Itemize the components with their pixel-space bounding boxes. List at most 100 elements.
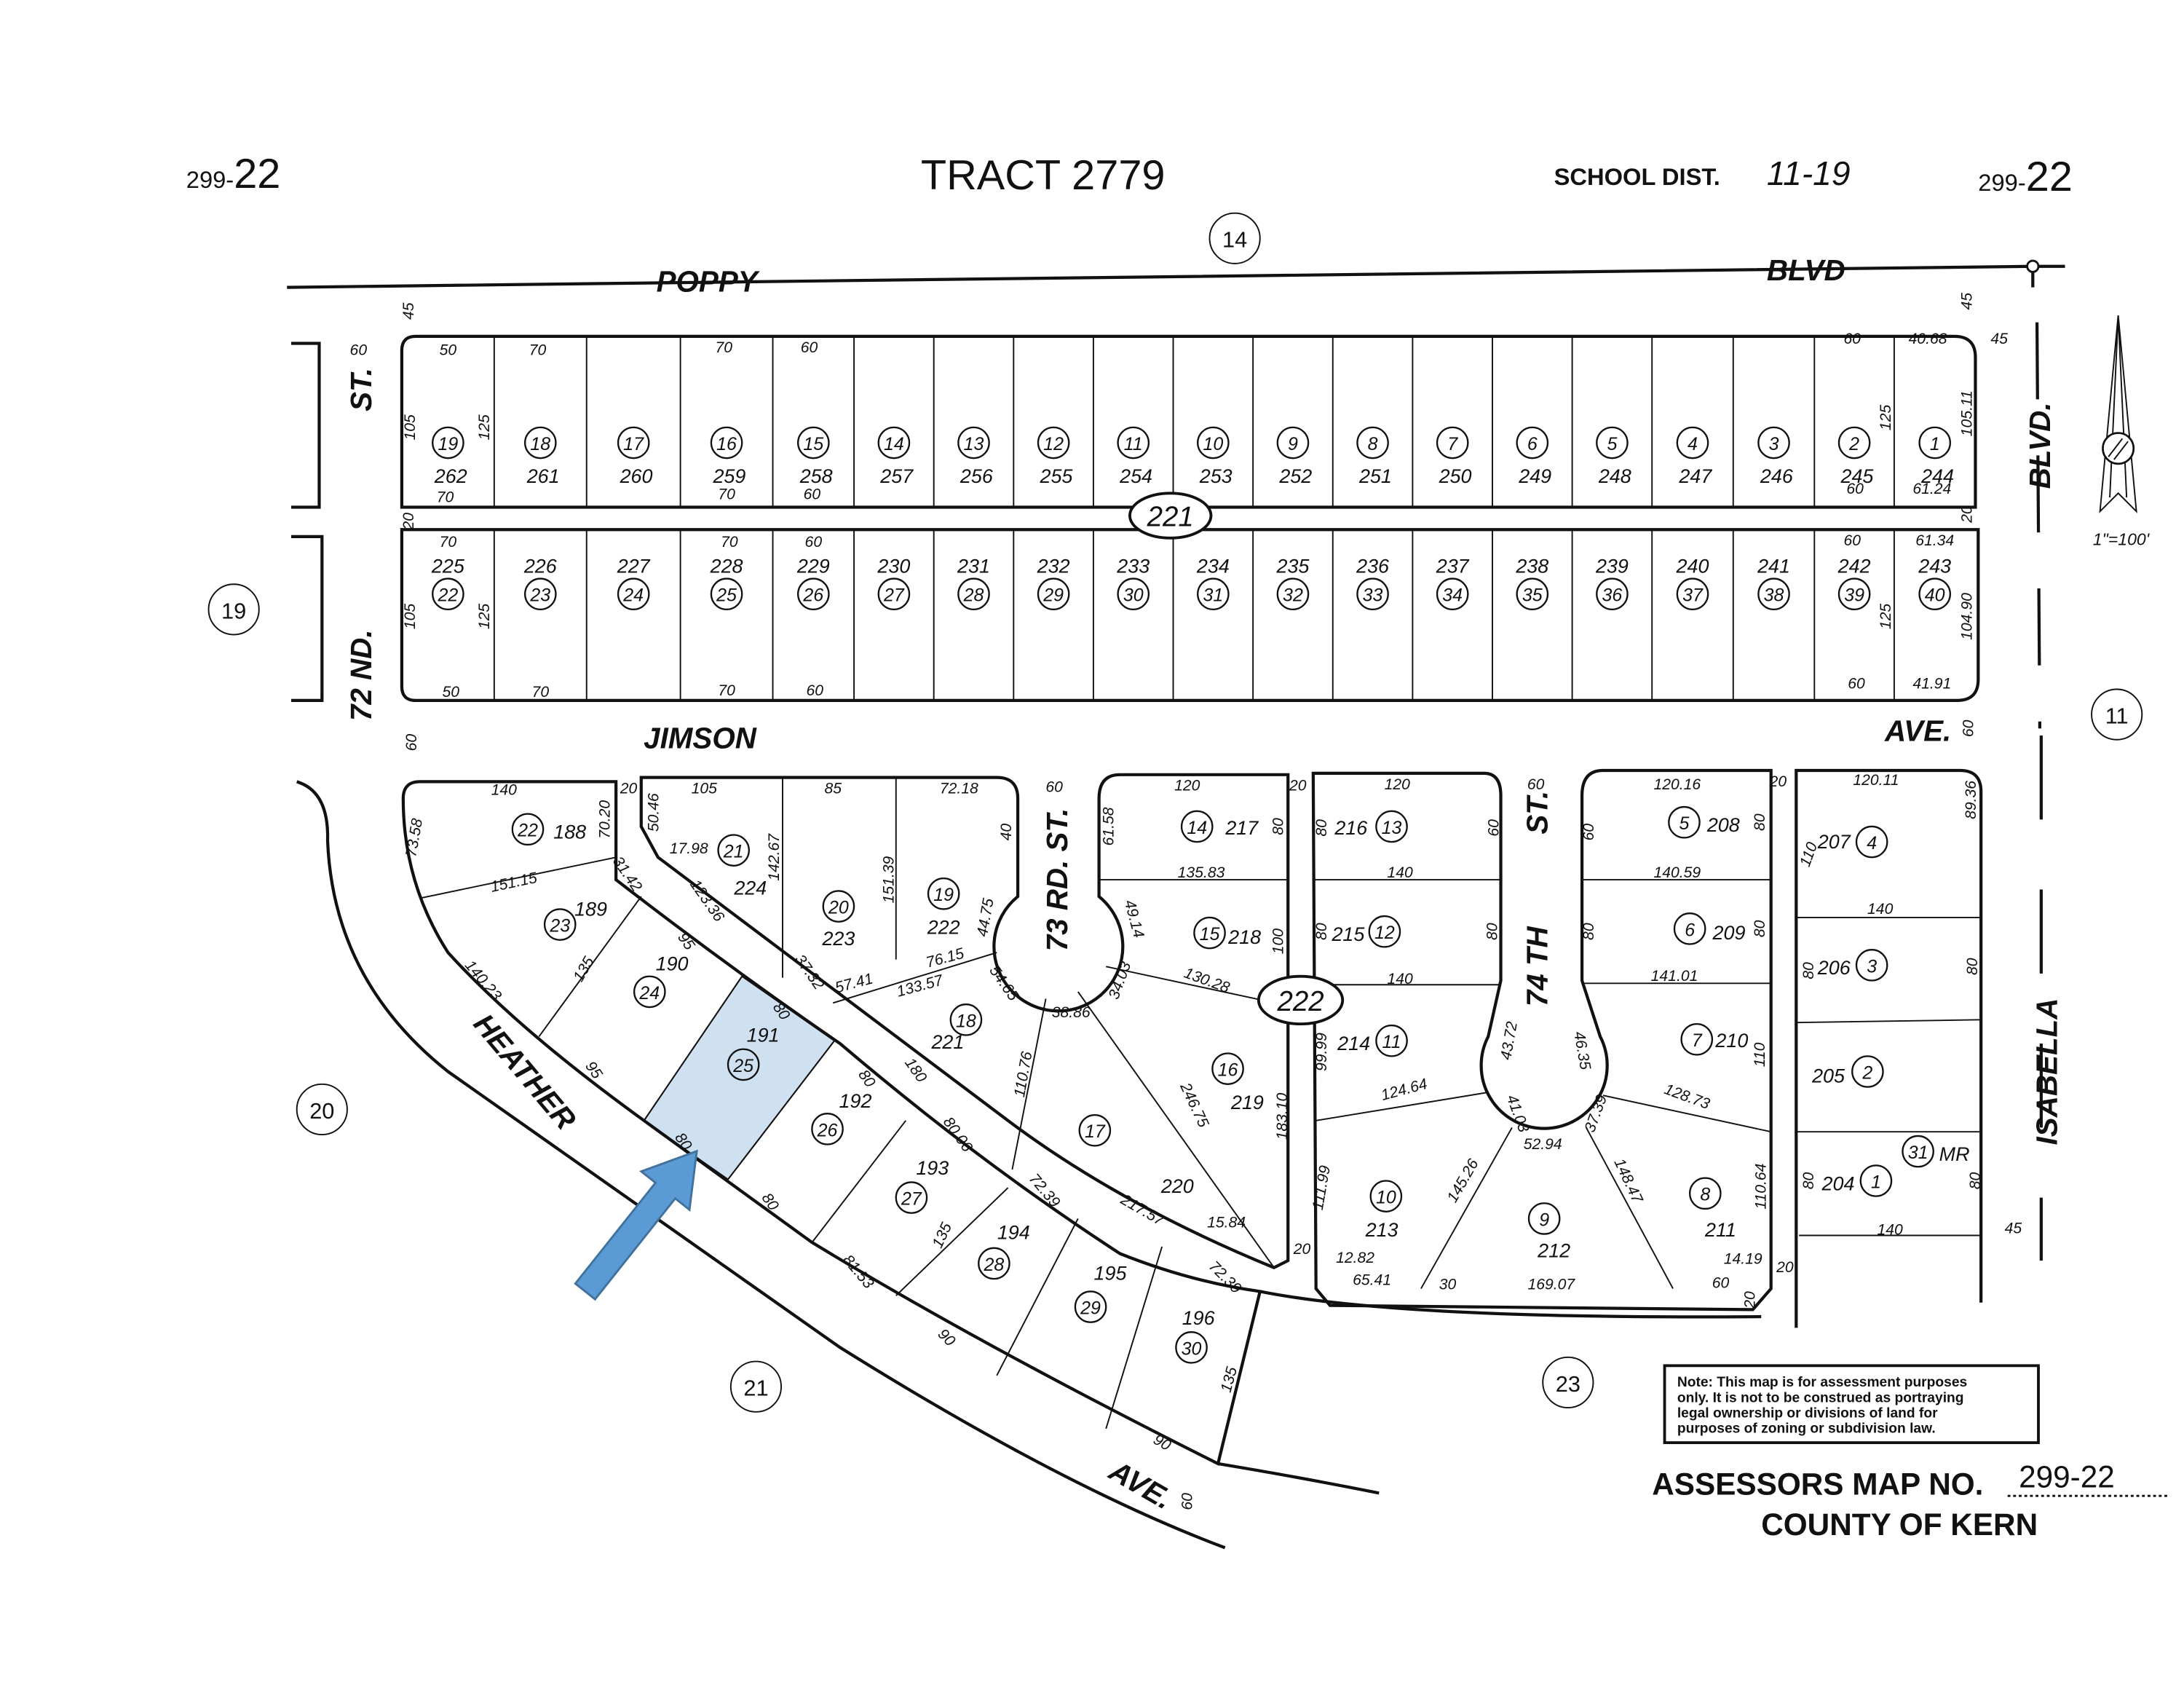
lot-number-circle bbox=[1676, 426, 1709, 460]
dimension-label: 89.36 bbox=[1963, 781, 1979, 819]
parcel-number: 189 bbox=[574, 898, 607, 920]
block-number-21: 21 bbox=[729, 1360, 783, 1413]
lot-number: 15 bbox=[803, 434, 823, 454]
parcel-number: 207 bbox=[1817, 831, 1851, 853]
dimension-label: 70 bbox=[529, 342, 547, 359]
parcel-number: 232 bbox=[1037, 555, 1070, 577]
lot-number: 7 bbox=[1447, 434, 1458, 454]
parcel-number: 239 bbox=[1595, 555, 1629, 577]
lot-number: 22 bbox=[517, 821, 538, 841]
dimension-label: 73.58 bbox=[403, 817, 426, 858]
dimension-label: 110 bbox=[1797, 840, 1821, 869]
dimension-label: 141.01 bbox=[1651, 968, 1698, 985]
parcel-number: 248 bbox=[1598, 465, 1631, 487]
svg-text:20: 20 bbox=[309, 1098, 334, 1124]
street-label-jimson: JIMSON bbox=[644, 721, 757, 754]
svg-text:legal ownership or divisions o: legal ownership or divisions of land for bbox=[1677, 1406, 1938, 1421]
dimension-label: 34.03 bbox=[1106, 959, 1135, 1001]
lot-number: 5 bbox=[1679, 813, 1690, 834]
lot-number: 23 bbox=[549, 916, 570, 936]
lot-number: 28 bbox=[983, 1255, 1004, 1275]
dimension-label: 80 bbox=[1580, 923, 1597, 940]
dimension-label: 125 bbox=[476, 604, 493, 630]
dimension-label: 20 bbox=[1289, 778, 1307, 794]
lot-number-circle bbox=[1074, 1290, 1107, 1323]
dimension-label: 140 bbox=[1867, 901, 1894, 918]
lot-number-circle bbox=[1193, 916, 1226, 950]
dimension-label: 70 bbox=[718, 682, 735, 699]
dimension-label: 45 bbox=[400, 302, 417, 320]
lot-number-circle bbox=[1680, 1022, 1714, 1056]
